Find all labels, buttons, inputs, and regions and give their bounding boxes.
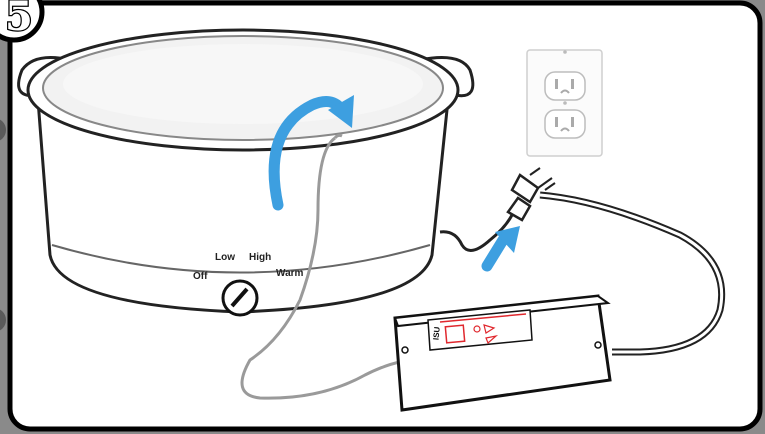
cooker-plug	[506, 196, 532, 222]
indicator-triangle	[483, 324, 496, 334]
cooker-power-cord	[439, 214, 514, 252]
step-badge-circle	[0, 0, 45, 43]
indicator-line	[439, 313, 527, 323]
controller-receptacle	[510, 173, 540, 204]
outlet-receptacle	[544, 109, 586, 139]
decoration-circle	[0, 309, 6, 331]
indicator-triangle	[485, 334, 499, 345]
dial-label-low: Low	[215, 252, 235, 263]
plug-arrow-icon	[481, 226, 520, 272]
mounting-hole	[594, 341, 602, 349]
dial-indicator	[230, 287, 249, 308]
dial-label-warm: Warm	[276, 268, 304, 279]
cooker-base-line	[51, 244, 431, 274]
probe-cable	[240, 136, 401, 400]
step-badge: 5	[0, 0, 45, 43]
outlet-screw	[563, 101, 567, 105]
wall-outlet-icon	[526, 49, 603, 157]
mounting-hole	[401, 346, 409, 354]
slow-cooker: Off Low High Warm	[17, 28, 475, 317]
indicator-dot	[473, 325, 481, 333]
dial-label-high: High	[249, 252, 271, 263]
decoration-circle	[0, 119, 6, 141]
outlet-screw	[563, 50, 567, 54]
curved-arrow-icon	[268, 95, 354, 211]
left-decorations	[0, 119, 6, 331]
step-number: 5	[5, 0, 33, 40]
indicator-box	[444, 324, 466, 344]
dial-label-off: Off	[193, 271, 208, 282]
outlet-receptacle	[544, 71, 586, 101]
plug-connection	[506, 167, 556, 222]
cooker-inner-shadow	[63, 44, 423, 124]
controller-label: ISU	[432, 326, 442, 340]
controller-box: ISU	[393, 294, 612, 412]
